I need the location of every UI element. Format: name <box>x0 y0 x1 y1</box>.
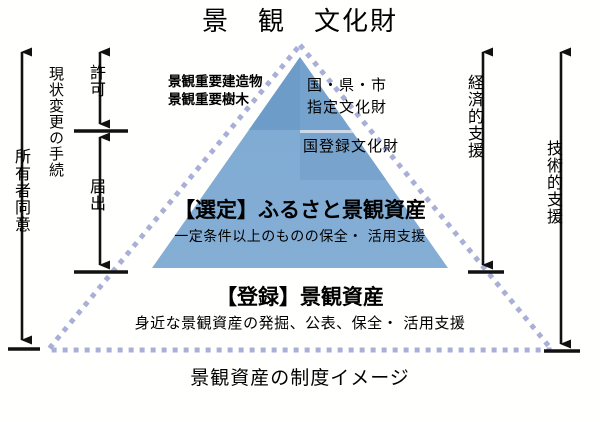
label-notification: 届出 <box>87 178 106 212</box>
label-selected-tier-title: 【選定】ふるさと景観資産 <box>174 198 426 222</box>
label-change-procedure: 現状変更の手続 <box>47 66 65 178</box>
label-line-2: 指定文化財 <box>307 97 388 116</box>
label-owner-consent: 所有者同意 <box>12 148 31 233</box>
label-registered-tier-title: 【登録】景観資産 <box>216 285 384 309</box>
label-line-1: 国・県・市 <box>307 76 388 94</box>
arrow-technical-support <box>544 47 580 353</box>
label-designated-cultural-property: 国・県・市 指定文化財 <box>307 75 387 119</box>
arrow-notification <box>74 132 128 274</box>
label-registered-tier-subtitle: 身近な景観資産の発掘、公表、保全・ 活用支援 <box>134 314 466 332</box>
label-economic-support: 経済的支援 <box>465 74 484 159</box>
arrow-owner-consent <box>8 47 40 351</box>
label-line-1: 景観重要建造物 <box>168 74 263 90</box>
label-technical-support: 技術的支援 <box>544 140 563 225</box>
label-selected-tier-subtitle: 一定条件以上のものの保全・ 活用支援 <box>174 229 426 245</box>
label-permit: 許可 <box>87 64 106 98</box>
arrow-permit <box>74 47 128 133</box>
diagram-caption: 景観資産の制度イメージ <box>190 367 410 389</box>
label-registered-cultural-property: 国登録文化財 <box>303 137 400 155</box>
label-line-2: 景観重要樹木 <box>168 92 249 109</box>
diagram-title: 景 観 文化財 <box>201 7 398 37</box>
arrow-economic-support <box>468 47 504 274</box>
label-important-landscape-structures: 景観重要建造物 景観重要樹木 <box>168 73 263 109</box>
